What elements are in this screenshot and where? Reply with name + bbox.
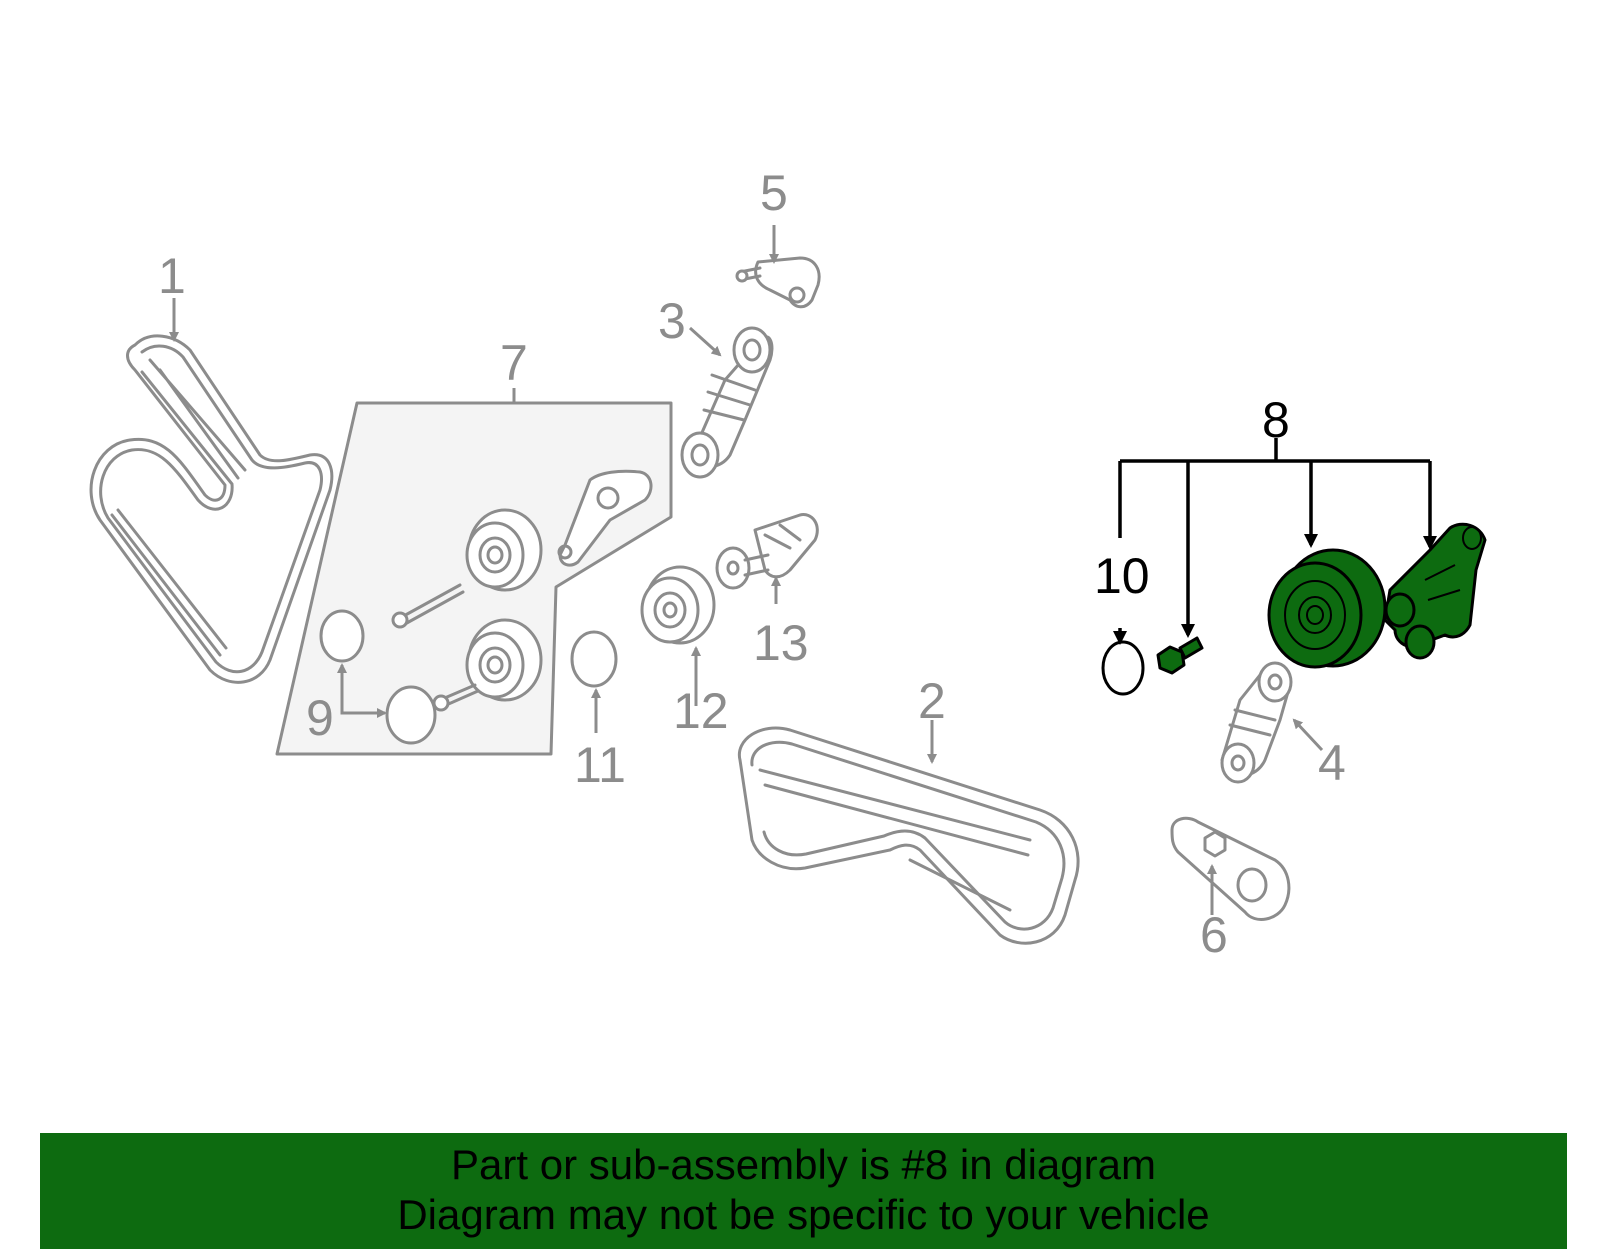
- part-8-assembly-highlighted[interactable]: [1101, 522, 1487, 696]
- part-8-bolt[interactable]: [1156, 636, 1204, 675]
- part-12-idler-pulley[interactable]: [640, 565, 716, 645]
- callout-13: 13: [753, 615, 809, 671]
- part-2-belt[interactable]: [737, 726, 1080, 945]
- callout-2: 2: [918, 673, 946, 729]
- callout-labels: 1 2 3 4 5 6 7 8 9 10 11 12 13: [158, 165, 1346, 963]
- callout-6: 6: [1200, 907, 1228, 963]
- part-8-bracket[interactable]: [1383, 522, 1487, 660]
- part-1-belt[interactable]: [89, 334, 334, 684]
- part-7-assembly-box[interactable]: [275, 401, 673, 756]
- callout-12: 12: [673, 683, 729, 739]
- banner-line-2: Diagram may not be specific to your vehi…: [397, 1191, 1210, 1238]
- callout-8[interactable]: 8: [1262, 392, 1290, 448]
- banner-line-1: Part or sub-assembly is #8 in diagram: [451, 1141, 1156, 1188]
- callout-3: 3: [658, 293, 686, 349]
- part-10-o-ring[interactable]: [1101, 640, 1145, 696]
- part-3-tensioner-damper[interactable]: [680, 326, 774, 479]
- callout-5: 5: [760, 165, 788, 221]
- callout-10: 10: [1094, 548, 1150, 604]
- callout-7: 7: [500, 335, 528, 391]
- callout-1: 1: [158, 248, 186, 304]
- part-4-tensioner[interactable]: [1220, 661, 1293, 784]
- part-13-tensioner[interactable]: [715, 513, 819, 590]
- part-6-plate[interactable]: [1170, 816, 1291, 921]
- callout-11: 11: [574, 737, 626, 793]
- callout-9: 9: [306, 690, 334, 746]
- callout-4: 4: [1318, 735, 1346, 791]
- leader-lines: [169, 225, 1437, 915]
- info-banner: Part or sub-assembly is #8 in diagram Di…: [40, 1133, 1567, 1249]
- part-5-bracket[interactable]: [735, 256, 821, 309]
- part-11-cap[interactable]: [570, 630, 618, 688]
- part-8-pulley[interactable]: [1267, 548, 1387, 669]
